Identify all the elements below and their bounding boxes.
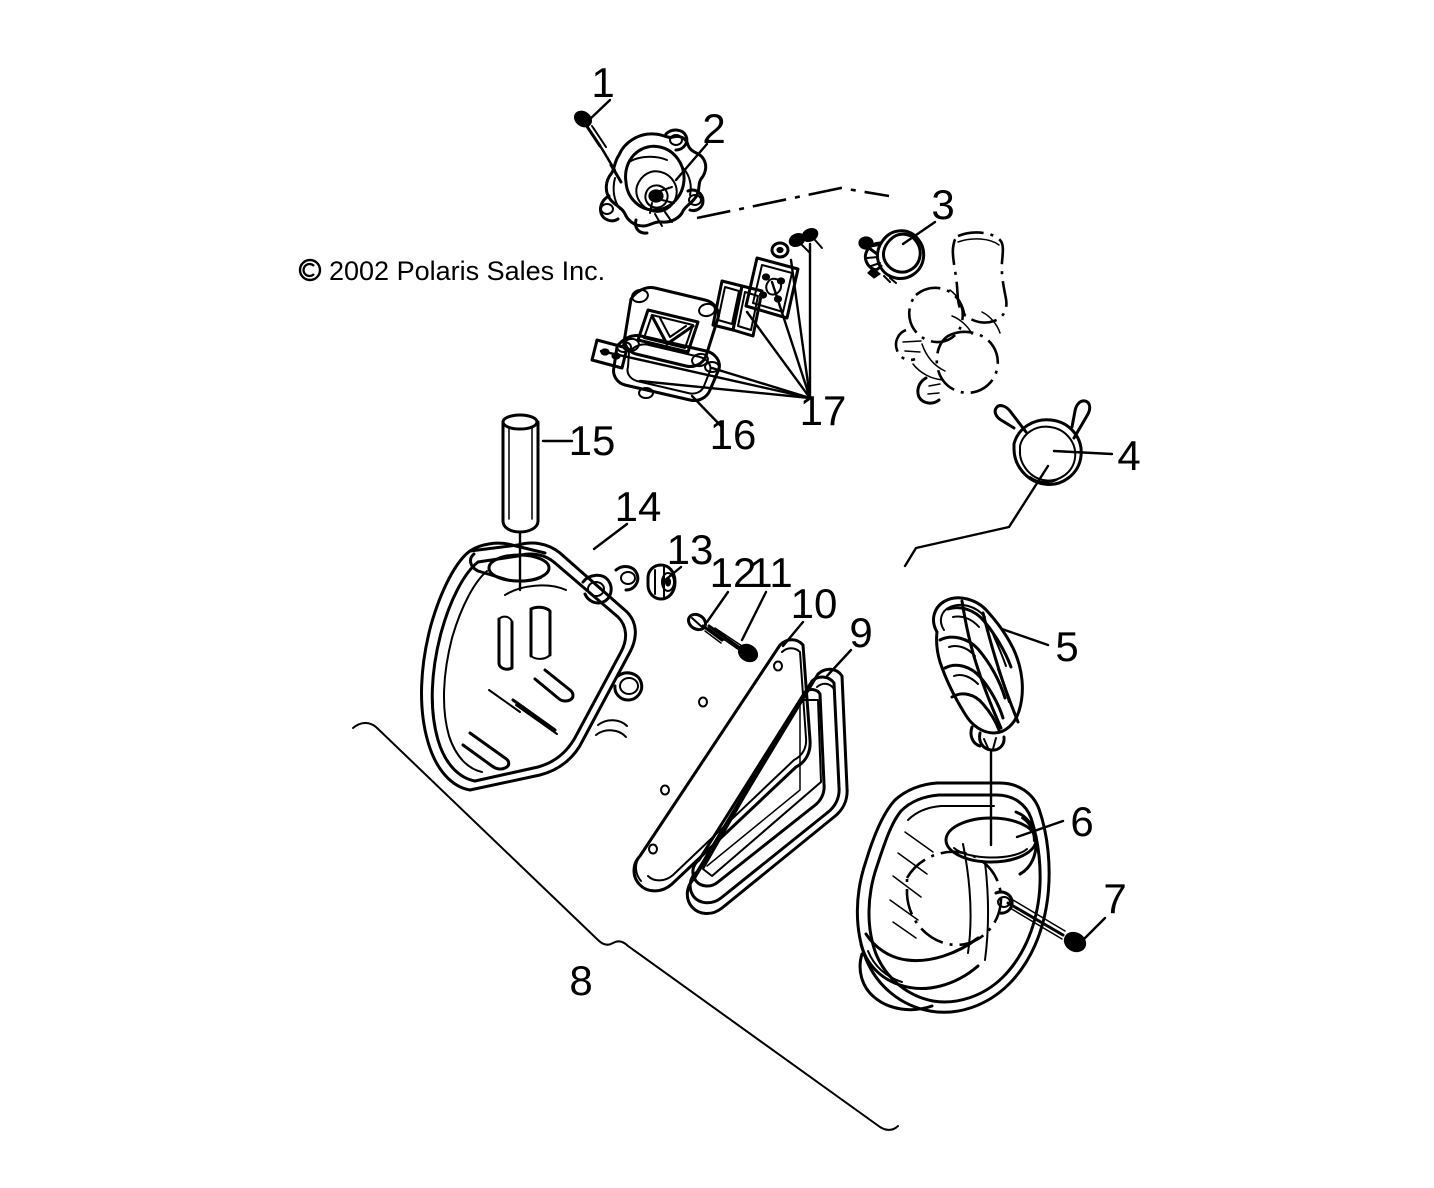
leader-3 [901, 220, 937, 246]
part-breather-tube [501, 413, 540, 534]
callout-label-10: 10 [791, 580, 838, 627]
callout-label-15: 15 [569, 417, 616, 464]
part-spring-clamp [993, 399, 1092, 486]
copyright-c-glyph [302, 262, 315, 278]
leader-2 [674, 142, 709, 182]
callout-label-12: 12 [710, 549, 757, 596]
copyright-text: 2002 Polaris Sales Inc. [329, 256, 605, 286]
leader-4 [1052, 449, 1114, 456]
phantom-connect-pump-to-intake [696, 186, 890, 220]
callout-label-2: 2 [702, 105, 725, 152]
part-air-box-cover-plate [632, 638, 812, 893]
callout-label-17: 17 [800, 387, 847, 434]
leader-12 [705, 590, 730, 624]
part-screw-7 [1006, 899, 1087, 953]
part-hose-clamp [858, 229, 926, 284]
callout-label-14: 14 [615, 483, 662, 530]
leader-6 [1015, 819, 1065, 839]
callout-label-3: 3 [931, 181, 954, 228]
callout-labels: 1 2 3 4 5 6 7 8 9 10 11 12 13 14 15 16 1… [569, 59, 1141, 1004]
part-filter-cage [932, 596, 1024, 752]
part-air-box-seal [685, 667, 849, 915]
leader-13 [662, 565, 683, 583]
part-air-box-body [855, 781, 1051, 1014]
leader-5 [1000, 627, 1050, 647]
callout-label-4: 4 [1117, 432, 1140, 479]
callout-label-13: 13 [667, 526, 714, 573]
part-fuel-pump-housing [599, 128, 708, 235]
part-air-box-lid [420, 541, 644, 792]
leader-fan-17 [599, 242, 812, 400]
part-screw-12 [687, 612, 725, 644]
callout-label-9: 9 [849, 609, 872, 656]
part-reed-valve-assembly [590, 286, 721, 402]
part-intake-boot-phantom [894, 231, 1008, 405]
leader-spring-clamp-to-airbox [903, 464, 1050, 568]
copyright-notice: 2002 Polaris Sales Inc. [298, 256, 605, 286]
callout-label-11: 11 [749, 549, 793, 596]
leader-11 [740, 590, 768, 642]
leader-16 [690, 394, 723, 428]
copyright-circle-icon [298, 258, 322, 282]
part-17-hardware-group [711, 227, 823, 338]
leader-1 [587, 98, 612, 122]
leader-10 [781, 620, 805, 648]
callout-label-6: 6 [1070, 798, 1093, 845]
callout-label-8: 8 [569, 957, 592, 1004]
callout-label-5: 5 [1055, 623, 1078, 670]
part-screw-1 [574, 110, 623, 184]
assembly-group-bracket [352, 722, 899, 1131]
callout-label-7: 7 [1103, 875, 1126, 922]
callout-leader-lines [541, 98, 1114, 943]
callout-label-16: 16 [710, 411, 757, 458]
part-screw-11 [707, 624, 759, 663]
callout-label-1: 1 [591, 59, 614, 106]
leader-14 [592, 522, 629, 551]
leader-9 [825, 648, 853, 678]
leader-7 [1080, 916, 1107, 943]
